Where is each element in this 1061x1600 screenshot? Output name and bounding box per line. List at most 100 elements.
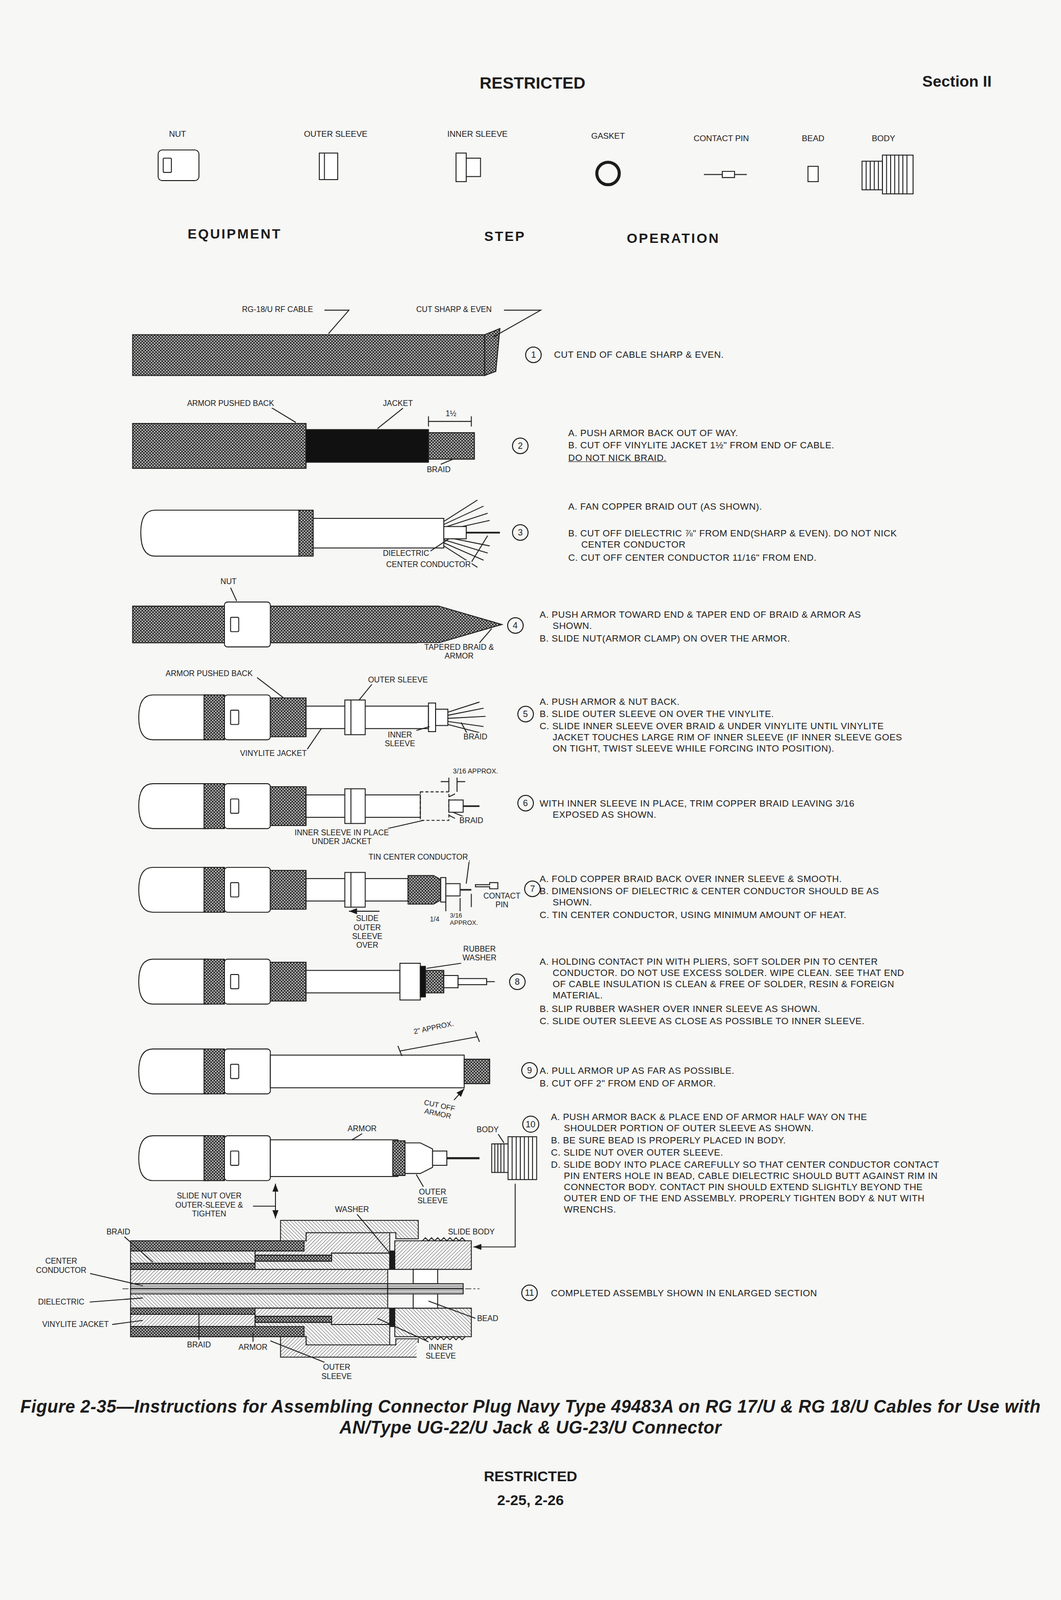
- callout-label: INNER SLEEVE: [376, 730, 424, 749]
- part-label: BEAD: [801, 133, 824, 144]
- part-label: OUTER SLEEVE: [303, 129, 367, 140]
- callout-label: TAPERED BRAID & ARMOR: [417, 642, 501, 661]
- step-number: 1: [530, 350, 536, 360]
- callout-label: ARMOR PUSHED BACK: [185, 399, 275, 408]
- step-instruction: B. DIMENSIONS OF DIELECTRIC & CENTER CON…: [539, 885, 900, 908]
- callout-label: ARMOR: [346, 1124, 378, 1134]
- callout-label: TIN CENTER CONDUCTOR: [367, 852, 469, 862]
- callout-label: BRAID: [185, 1340, 212, 1350]
- step-number: 7: [530, 884, 535, 894]
- dimension-label: 1/4: [428, 914, 440, 923]
- step-instruction: WITH INNER SLEEVE IN PLACE, TRIM COPPER …: [539, 797, 900, 821]
- dimension-label: 3/16 APPROX.: [448, 912, 484, 927]
- callout-label: CONTACT PIN: [479, 891, 525, 910]
- callout-label: JACKET: [382, 399, 414, 408]
- step-instruction: A. PUSH ARMOR TOWARD END & TAPER END OF …: [539, 608, 900, 632]
- step-instruction: A. FOLD COPPER BRAID BACK OVER INNER SLE…: [539, 873, 842, 885]
- column-header: OPERATION: [626, 230, 720, 247]
- callout-label: SLIDE BODY: [446, 1227, 496, 1237]
- callout-label: CUT OFF ARMOR: [411, 1095, 467, 1123]
- step-number-circle: 4: [507, 617, 524, 634]
- callout-label: SLIDE NUT OVER OUTER-SLEEVE & TIGHTEN: [167, 1191, 252, 1219]
- step-instruction: COMPLETED ASSEMBLY SHOWN IN ENLARGED SEC…: [550, 1287, 818, 1299]
- column-header: EQUIPMENT: [187, 226, 282, 242]
- step-number-circle: 3: [512, 524, 529, 541]
- callout-label: RUBBER WASHER: [455, 944, 504, 963]
- step-instruction: A. PUSH ARMOR BACK OUT OF WAY.: [568, 427, 739, 439]
- step-instruction: B. BE SURE BEAD IS PROPERLY PLACED IN BO…: [550, 1134, 787, 1146]
- callout-label: OUTER SLEEVE: [366, 675, 429, 685]
- step-number: 10: [525, 1119, 536, 1129]
- callout-label: DIELECTRIC: [36, 1297, 86, 1307]
- callout-label: SLIDE OUTER SLEEVE OVER: [346, 914, 389, 951]
- callout-label: DIELECTRIC: [382, 548, 431, 558]
- step-number-circle: 8: [509, 973, 526, 990]
- step-instruction: A. FAN COPPER BRAID OUT (AS SHOWN).: [568, 500, 763, 513]
- part-label: INNER SLEEVE: [447, 129, 508, 140]
- callout-label: WASHER: [333, 1205, 370, 1214]
- callout-label: ARMOR PUSHED BACK: [164, 669, 254, 678]
- step-instruction: C. CUT OFF CENTER CONDUCTOR 11/16" FROM …: [568, 551, 817, 564]
- step-instruction: B. CUT OFF VINYLITE JACKET 1½" FROM END …: [568, 439, 835, 451]
- step-number: 4: [512, 621, 518, 630]
- step-number-circle: 9: [521, 1061, 538, 1079]
- step-instruction: C. TIN CENTER CONDUCTOR, USING MINIMUM A…: [539, 909, 847, 921]
- step-number-circle: 1: [525, 346, 542, 364]
- callout-label: CUT SHARP & EVEN: [415, 305, 493, 314]
- step-number-circle: 2: [512, 437, 529, 455]
- callout-label: VINYLITE JACKET: [238, 749, 308, 758]
- callout-label: BRAID: [105, 1227, 132, 1237]
- step-instruction: A. HOLDING CONTACT PIN WITH PLIERS, SOFT…: [539, 955, 905, 1001]
- step-number: 11: [525, 1288, 535, 1298]
- step-number-circle: 11: [521, 1284, 538, 1301]
- step-instruction: D. SLIDE BODY INTO PLACE CAREFULLY SO TH…: [550, 1158, 947, 1215]
- callout-label: NUT: [219, 577, 238, 586]
- page-header: RESTRICTED: [479, 73, 586, 93]
- dimension-label: 3/16 APPROX.: [452, 767, 500, 775]
- part-label: BODY: [871, 133, 896, 144]
- callout-label: INNER SLEEVE IN PLACE UNDER JACKET: [282, 828, 402, 847]
- page-footer: RESTRICTED: [483, 1467, 578, 1485]
- step-instruction: C. SLIDE OUTER SLEEVE AS CLOSE AS POSSIB…: [539, 1015, 865, 1027]
- step-number: 6: [523, 798, 529, 808]
- callout-label: CENTER CONDUCTOR: [32, 1256, 91, 1275]
- column-header: STEP: [484, 228, 526, 245]
- callout-label: BRAID: [458, 816, 485, 825]
- part-label: GASKET: [591, 131, 625, 142]
- step-number: 3: [517, 528, 523, 537]
- callout-label: BRAID: [462, 732, 489, 742]
- step-instruction: CUT END OF CABLE SHARP & EVEN.: [553, 348, 724, 361]
- step-number: 8: [514, 977, 520, 987]
- callout-label: INNER SLEEVE: [416, 1342, 465, 1361]
- callout-label: OUTER SLEEVE: [408, 1187, 457, 1206]
- dimension-label: 2" APPROX.: [411, 1019, 456, 1037]
- step-instruction: B. SLIDE OUTER SLEEVE ON OVER THE VINYLI…: [539, 708, 775, 720]
- step-instruction: B. CUT OFF 2" FROM END OF ARMOR.: [539, 1077, 716, 1089]
- step-number-circle: 10: [522, 1115, 540, 1133]
- step-number: 9: [527, 1065, 532, 1075]
- callout-label: RG-18/U RF CABLE: [240, 305, 314, 314]
- part-label: CONTACT PIN: [693, 133, 750, 144]
- callout-label: OUTER SLEEVE: [312, 1362, 361, 1381]
- step-number-circle: 6: [517, 794, 534, 812]
- step-number-circle: 5: [517, 705, 534, 723]
- callout-label: BRAID: [425, 465, 452, 475]
- step-instruction: B. CUT OFF DIELECTRIC ⅞" FROM END(SHARP …: [568, 527, 934, 550]
- dimension-label: 1½: [444, 409, 458, 419]
- callout-label: CENTER CONDUCTOR: [384, 560, 472, 569]
- step-instruction: A. PUSH ARMOR & NUT BACK.: [539, 695, 680, 708]
- step-number: 5: [523, 709, 529, 719]
- step-instruction: B. SLIP RUBBER WASHER OVER INNER SLEEVE …: [539, 1003, 821, 1015]
- callout-label: VINYLITE JACKET: [41, 1319, 110, 1329]
- part-label: NUT: [168, 129, 186, 140]
- callout-label: ARMOR: [237, 1342, 269, 1352]
- figure-caption: Figure 2-35—Instructions for Assembling …: [7, 1395, 1054, 1438]
- step-warning: DO NOT NICK BRAID.: [568, 452, 667, 464]
- page-footer: 2-25, 2-26: [497, 1491, 565, 1509]
- step-number: 2: [517, 441, 523, 451]
- step-instruction: C. SLIDE INNER SLEEVE OVER BRAID & UNDER…: [539, 720, 905, 754]
- step-instruction: A. PUSH ARMOR BACK & PLACE END OF ARMOR …: [550, 1111, 921, 1134]
- step-instruction: A. PULL ARMOR UP AS FAR AS POSSIBLE.: [539, 1064, 735, 1077]
- step-number-circle: 7: [524, 880, 541, 897]
- callout-label: BEAD: [475, 1314, 500, 1323]
